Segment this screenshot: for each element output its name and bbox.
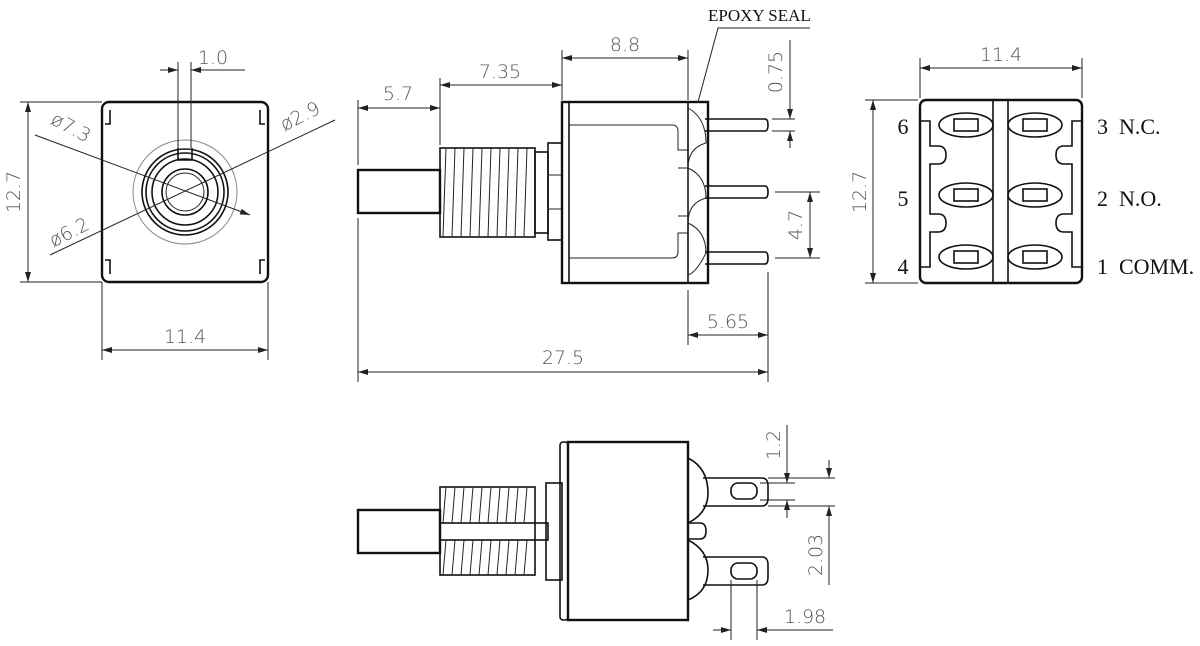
dim-front-height: 12.7 [3, 171, 25, 213]
pin-label-6: 6 [898, 114, 909, 139]
nut [547, 142, 563, 241]
dim-pin-width: 0.75 [765, 51, 787, 93]
plunger-ring [161, 168, 209, 216]
switch-body [560, 100, 710, 285]
dim-plunger-length: 5.7 [383, 83, 413, 105]
dim-dia-inner: ø2.9 [277, 97, 324, 136]
pin-label-3-nc: 3 N.C. [1097, 114, 1161, 139]
outer-ring [132, 139, 238, 245]
plunger [356, 168, 442, 215]
dim-bushing-length: 7.35 [479, 61, 521, 83]
dim-body-length: 8.8 [610, 34, 640, 56]
thread-ring [151, 158, 219, 226]
dim-pin-pitch: 4.7 [785, 210, 807, 240]
epoxy-leader [697, 27, 810, 103]
epoxy-seal-label: EPOXY SEAL [708, 6, 811, 25]
corner-notches [105, 110, 265, 274]
dim-front-width: 11.4 [164, 326, 206, 348]
plunger-inner [165, 172, 205, 212]
pin-label-5: 5 [898, 186, 909, 211]
bushing-ring [141, 148, 229, 236]
switch-body-bottom [566, 440, 690, 622]
dim-terminal-height: 12.7 [849, 171, 871, 213]
dim-hole-width: 1.2 [763, 430, 785, 460]
bushing-collar [534, 151, 549, 234]
epoxy-seal [687, 107, 707, 276]
pins [705, 118, 769, 265]
dim-lug-pitch: 2.03 [805, 534, 827, 576]
pin-label-4: 4 [898, 254, 909, 279]
solder-lug-1 [703, 477, 769, 507]
solder-lug-2 [703, 556, 769, 586]
terminal-view: 6 5 4 3 N.C. 2 N.O. 1 COMM. 11.4 12.7 [849, 44, 1194, 285]
bottom-view: 1.2 2.03 1.98 [356, 425, 835, 640]
side-view: 5.7 7.35 8.8 EPOXY SEAL 0.75 4.7 5.65 27… [356, 6, 820, 382]
pin-label-2-no: 2 N.O. [1097, 186, 1162, 211]
pin-label-1-comm: 1 COMM. [1097, 254, 1194, 279]
dim-slot-width: 1.0 [198, 47, 228, 69]
terminal-pads [938, 112, 1063, 270]
dim-pin-length: 5.65 [707, 311, 749, 333]
dim-dia-outer: ø7.3 [47, 108, 94, 147]
plunger-bottom [356, 508, 442, 555]
nut-bottom [545, 482, 563, 581]
front-body-outline [100, 100, 270, 284]
front-view: 1.0 12.7 11.4 ø7.3 ø6.2 ø2.9 [3, 47, 336, 360]
bushing-ring-inner [145, 152, 225, 232]
dim-hole-length: 1.98 [784, 606, 826, 628]
key-slot [177, 148, 193, 161]
terminal-body [918, 98, 1084, 285]
dim-overall-length: 27.5 [542, 347, 584, 369]
dim-terminal-width: 11.4 [980, 44, 1022, 66]
